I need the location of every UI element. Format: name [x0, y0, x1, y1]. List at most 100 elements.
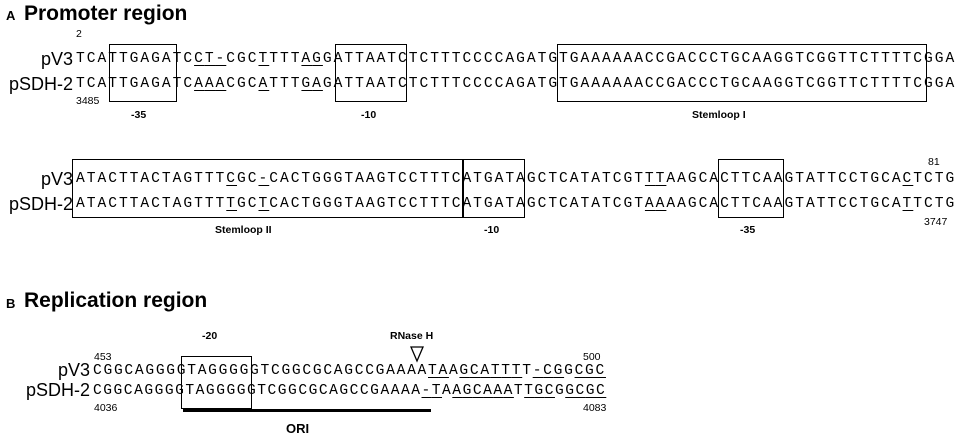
- label-minus35-block1: -35: [131, 109, 147, 121]
- nucleotide: A: [140, 51, 152, 67]
- nucleotide: C: [709, 51, 721, 67]
- nucleotide: G: [784, 171, 796, 187]
- nucleotide: A: [709, 171, 721, 187]
- nucleotide: C: [859, 76, 871, 92]
- nucleotide: C: [483, 51, 495, 67]
- nucleotide: A: [76, 171, 87, 187]
- nucleotide: T: [816, 196, 828, 212]
- nucleotide: T: [344, 196, 356, 212]
- nucleotide: C: [848, 171, 860, 187]
- nucleotide: A: [526, 76, 538, 92]
- repl-name-bottom: pSDH-2: [25, 380, 90, 400]
- nucleotide: G: [250, 363, 261, 379]
- nucleotide: T: [344, 51, 356, 67]
- nucleotide: C: [612, 171, 624, 187]
- nucleotide: A: [666, 171, 678, 187]
- nucleotide: T: [473, 171, 484, 187]
- nucleotide: C: [913, 51, 925, 67]
- nucleotide: C: [698, 51, 710, 67]
- nucleotide: A: [494, 171, 506, 187]
- nucleotide: G: [103, 363, 114, 379]
- nucleotide: A: [612, 51, 624, 67]
- nucleotide: G: [113, 383, 124, 399]
- repl-end-top: 500: [583, 351, 601, 363]
- nucleotide: G: [687, 196, 699, 212]
- nucleotide: C: [655, 76, 667, 92]
- nucleotide: A: [279, 171, 291, 187]
- nucleotide: G: [237, 51, 248, 67]
- nucleotide: T: [490, 363, 502, 379]
- nucleotide: G: [154, 383, 165, 399]
- nucleotide: T: [440, 51, 452, 67]
- nucleotide: T: [161, 171, 173, 187]
- nucleotide: G: [129, 76, 141, 92]
- nucleotide: C: [318, 383, 330, 399]
- nucleotide: T: [580, 196, 592, 212]
- nucleotide: G: [312, 171, 323, 187]
- panel-a-title: Promoter region: [24, 2, 188, 25]
- nucleotide: G: [666, 51, 678, 67]
- nucleotide: T: [891, 76, 903, 92]
- nucleotide: C: [247, 76, 259, 92]
- nucleotide: A: [97, 196, 109, 212]
- nucleotide: C: [451, 196, 463, 212]
- nucleotide: C: [349, 383, 360, 399]
- nucleotide: G: [945, 196, 957, 212]
- nucleotide: G: [183, 196, 195, 212]
- nucleotide: C: [612, 196, 624, 212]
- nucleotide: A: [442, 383, 453, 399]
- nucleotide: T: [215, 196, 227, 212]
- nucleotide: C: [226, 171, 238, 187]
- nucleotide: T: [129, 171, 141, 187]
- nucleotide: A: [161, 51, 173, 67]
- repl-name-top: pV3: [57, 360, 90, 380]
- label-minus20: -20: [202, 330, 218, 342]
- nucleotide: T: [430, 196, 441, 212]
- box-stemloop-2: [72, 159, 464, 218]
- nucleotide: T: [559, 51, 570, 67]
- nucleotide: G: [308, 383, 319, 399]
- nucleotide: T: [226, 196, 238, 212]
- nucleotide: T: [118, 51, 130, 67]
- nucleotide: T: [501, 363, 512, 379]
- nucleotide: T: [537, 51, 549, 67]
- nucleotide: A: [773, 171, 785, 187]
- nucleotide: C: [881, 196, 892, 212]
- nucleotide: A: [417, 363, 428, 379]
- nucleotide: C: [108, 196, 119, 212]
- nucleotide: C: [124, 363, 135, 379]
- nucleotide: C: [494, 51, 506, 67]
- repl-seq-bottom: CGGCAGGGGTAGGGGGTCGGCGCAGCCGAAAA-TAAGCAA…: [93, 384, 606, 399]
- nucleotide: A: [945, 51, 957, 67]
- nucleotide: G: [548, 76, 560, 92]
- nucleotide: A: [279, 196, 291, 212]
- nucleotide: C: [86, 76, 98, 92]
- nucleotide: G: [526, 196, 538, 212]
- nucleotide: A: [140, 76, 152, 92]
- nucleotide: T: [185, 383, 196, 399]
- nucleotide: C: [537, 171, 549, 187]
- nucleotide: A: [503, 383, 514, 399]
- nucleotide: G: [312, 363, 324, 379]
- nucleotide: A: [805, 171, 817, 187]
- nucleotide: C: [752, 196, 763, 212]
- nucleotide: G: [784, 51, 796, 67]
- nucleotide: A: [677, 76, 688, 92]
- rnase-h-cleavage-arrow-icon: [410, 346, 424, 363]
- nucleotide: A: [355, 196, 366, 212]
- nucleotide: G: [827, 76, 839, 92]
- nucleotide: G: [934, 51, 946, 67]
- nucleotide: T: [451, 76, 463, 92]
- nucleotide: T: [172, 51, 184, 67]
- nucleotide: C: [398, 76, 409, 92]
- nucleotide: G: [237, 196, 248, 212]
- nucleotide: G: [924, 51, 935, 67]
- nucleotide: T: [505, 171, 517, 187]
- nucleotide: G: [237, 171, 248, 187]
- nucleotide: G: [462, 383, 473, 399]
- nucleotide: C: [924, 196, 935, 212]
- nucleotide: G: [666, 76, 678, 92]
- nucleotide: G: [277, 383, 289, 399]
- nucleotide: T: [634, 196, 645, 212]
- nucleotide: G: [730, 51, 742, 67]
